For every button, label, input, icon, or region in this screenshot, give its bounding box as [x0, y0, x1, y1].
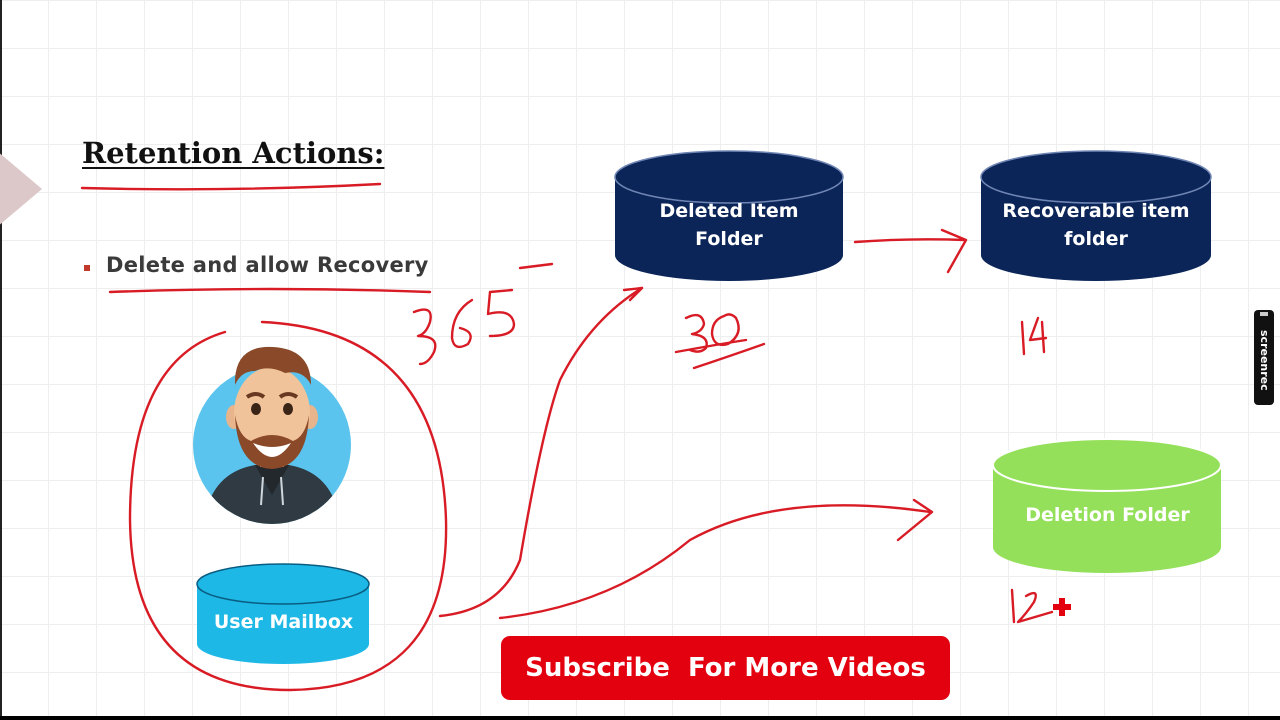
handwritten-14 — [1020, 316, 1048, 356]
arrow-head — [622, 286, 644, 302]
frame-bottom-edge — [0, 716, 1280, 720]
bullet-underline-stroke — [108, 287, 432, 294]
title-underline-stroke — [80, 182, 382, 191]
bullet-marker — [84, 265, 90, 271]
bullet-tail-stroke — [518, 262, 554, 270]
recoverable-item-folder-label-line2: folder — [1064, 228, 1128, 250]
subscribe-button[interactable]: Subscribe For More Videos — [501, 636, 950, 700]
red-cross-icon — [1053, 598, 1071, 616]
slide-title: Retention Actions: — [82, 136, 385, 170]
cylinder-shape — [980, 150, 1212, 281]
record-indicator-icon — [1260, 312, 1268, 316]
user-avatar-icon — [193, 346, 351, 524]
slide-tab-arrow — [0, 145, 42, 233]
handwritten-12 — [1010, 588, 1054, 624]
arrow-mailbox-to-deletion — [498, 504, 932, 620]
arrow-head — [896, 498, 934, 542]
deleted-item-folder: Deleted Item Folder — [614, 143, 844, 283]
user-mailbox: User Mailbox — [196, 560, 371, 666]
recoverable-item-folder: Recoverable item folder — [980, 143, 1212, 283]
cylinder-shape — [992, 438, 1222, 573]
arrow-head — [940, 228, 968, 274]
deletion-folder: Deletion Folder — [992, 433, 1223, 575]
arrow-mailbox-to-deleted — [438, 286, 644, 618]
screenrec-watermark — [1254, 310, 1274, 405]
handwritten-30 — [674, 313, 766, 370]
deleted-item-folder-label-line1: Deleted Item — [659, 200, 799, 222]
frame-left-edge — [0, 0, 2, 720]
screenrec-label: screenrec — [1258, 330, 1271, 391]
recoverable-item-folder-label-line1: Recoverable item — [1002, 200, 1190, 222]
deletion-folder-label: Deletion Folder — [1025, 504, 1190, 526]
user-mailbox-label: User Mailbox — [213, 611, 354, 633]
deleted-item-folder-label-line2: Folder — [695, 228, 763, 250]
arrow-deleted-to-recoverable — [853, 238, 967, 244]
bullet-text: Delete and allow Recovery — [106, 253, 429, 277]
handwritten-365 — [412, 288, 516, 366]
cylinder-shape — [614, 150, 844, 281]
